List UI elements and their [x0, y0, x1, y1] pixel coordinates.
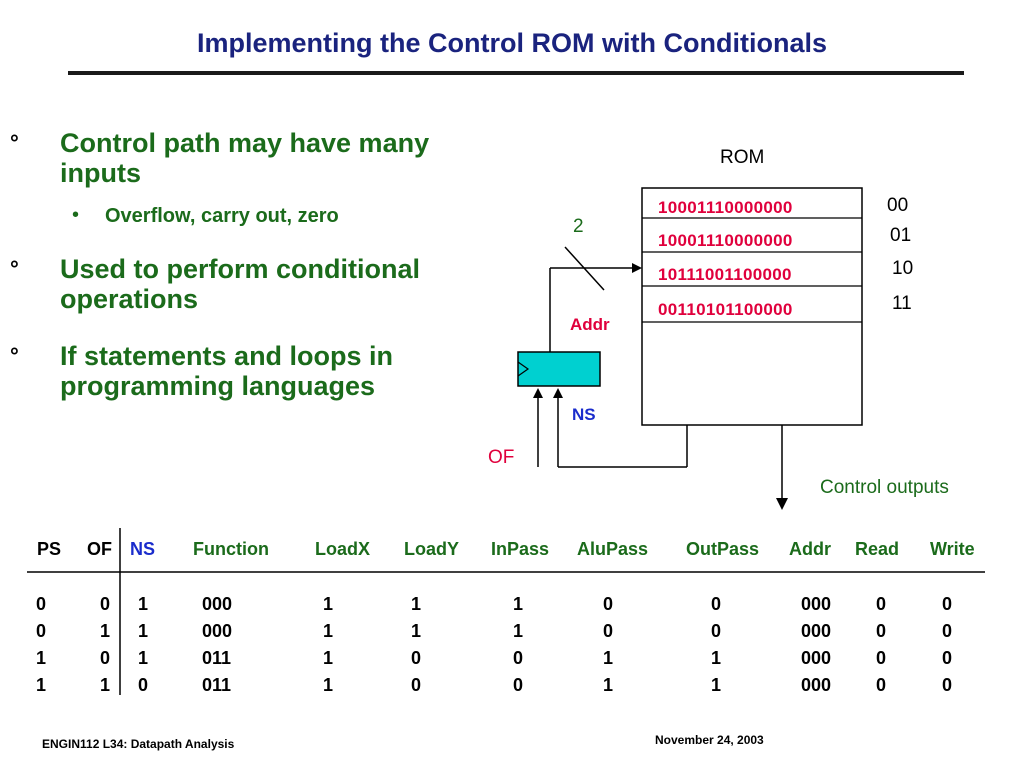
table-cell: 000 [801, 675, 832, 695]
table-cell: 1 [36, 675, 47, 695]
table-cell: 1 [513, 594, 524, 614]
table-cell: 0 [711, 594, 722, 614]
table-cell: 011 [202, 648, 232, 668]
footer-course-label: ENGIN112 L34: Datapath Analysis [42, 737, 235, 751]
table-cell: 1 [36, 648, 47, 668]
rom-word: 10001110000000 [658, 231, 793, 250]
table-cell: 0 [411, 675, 422, 695]
table-cell: 0 [603, 621, 614, 641]
control-output-arrowhead [776, 498, 788, 510]
table-cell: 0 [603, 594, 614, 614]
state-register [517, 351, 601, 387]
table-header-ns: NS [130, 539, 156, 559]
table-cell: 1 [323, 594, 334, 614]
rom-address: 11 [892, 293, 912, 314]
table-cell: 0 [876, 648, 887, 668]
table-cell: 0 [100, 594, 111, 614]
table-header-loadx: LoadX [315, 539, 371, 559]
table-cell: 1 [138, 621, 149, 641]
addr-arrowhead [632, 263, 642, 273]
table-cell: 0 [36, 594, 47, 614]
of-label: OF [488, 447, 515, 468]
table-header-outpass: OutPass [686, 539, 760, 559]
table-cell: 1 [411, 621, 422, 641]
table-cell: 1 [711, 648, 722, 668]
table-cell: 1 [411, 594, 422, 614]
table-cell: 1 [100, 675, 111, 695]
ns-label: NS [572, 405, 596, 424]
table-cell: 0 [942, 675, 953, 695]
table-cell: 0 [942, 621, 953, 641]
table-cell: 1 [323, 675, 334, 695]
table-header-function: Function [193, 539, 269, 559]
table-cell: 000 [801, 621, 832, 641]
table-header-loady: LoadY [404, 539, 460, 559]
rom-address: 00 [887, 195, 909, 216]
table-cell: 0 [876, 594, 887, 614]
table-cell: 1 [603, 648, 614, 668]
rom-address: 01 [890, 225, 912, 246]
table-header-write: Write [930, 539, 975, 559]
table-cell: 0 [138, 675, 149, 695]
sub-bullet-marker: • [72, 204, 80, 226]
sub-bullet-text: Overflow, carry out, zero [105, 205, 339, 227]
bullet-marker: ° [10, 343, 19, 368]
addr-label: Addr [570, 315, 610, 334]
table-cell: 0 [942, 594, 953, 614]
rom-label: ROM [720, 147, 765, 168]
bullet-text-statements: If statements and loops in programming l… [60, 341, 394, 401]
footer-date: November 24, 2003 [655, 733, 764, 747]
title-underline [68, 71, 964, 75]
table-cell: 1 [138, 648, 149, 668]
table-cell: 0 [513, 675, 524, 695]
table-cell: 1 [100, 621, 111, 641]
rom-word: 00110101100000 [658, 300, 793, 319]
bullet-marker: ° [10, 256, 19, 281]
table-cell: 1 [138, 594, 149, 614]
rom-word: 10001110000000 [658, 198, 793, 217]
table-cell: 0 [711, 621, 722, 641]
table-cell: 0 [876, 675, 887, 695]
rom-word: 10111001100000 [658, 265, 792, 284]
bus-width-label: 2 [573, 216, 584, 237]
table-header-read: Read [855, 539, 900, 559]
table-cell: 0 [513, 648, 524, 668]
table-header-of: OF [87, 539, 112, 559]
bus-width-slash [564, 246, 605, 291]
table-cell: 000 [202, 594, 233, 614]
bullet-text-conditional: Used to perform conditional operations [60, 254, 421, 314]
table-header-addr: Addr [789, 539, 831, 559]
table-cell: 000 [801, 594, 832, 614]
table-cell: 1 [323, 648, 334, 668]
bullet-text-inputs: Control path may have many inputs [60, 128, 430, 188]
table-cell: 0 [411, 648, 422, 668]
table-cell: 000 [801, 648, 832, 668]
of-arrowhead [533, 388, 543, 398]
table-header-alupass: AluPass [577, 539, 649, 559]
table-cell: 000 [202, 621, 233, 641]
bullet-marker: ° [10, 130, 19, 155]
control-outputs-label: Control outputs [820, 477, 949, 498]
table-cell: 0 [876, 621, 887, 641]
table-cell: 0 [942, 648, 953, 668]
table-cell: 1 [513, 621, 524, 641]
rom-address: 10 [892, 258, 914, 279]
table-cell: 0 [100, 648, 111, 668]
table-cell: 0 [36, 621, 47, 641]
slide-title: Implementing the Control ROM with Condit… [197, 28, 827, 58]
table-cell: 1 [323, 621, 334, 641]
clock-indicator [517, 361, 530, 377]
rom-box [641, 187, 863, 426]
table-cell: 1 [711, 675, 722, 695]
ns-arrowhead [553, 388, 563, 398]
table-cell: 1 [603, 675, 614, 695]
table-header-ps: PS [37, 539, 62, 559]
table-cell: 011 [202, 675, 232, 695]
table-header-inpass: InPass [491, 539, 550, 559]
